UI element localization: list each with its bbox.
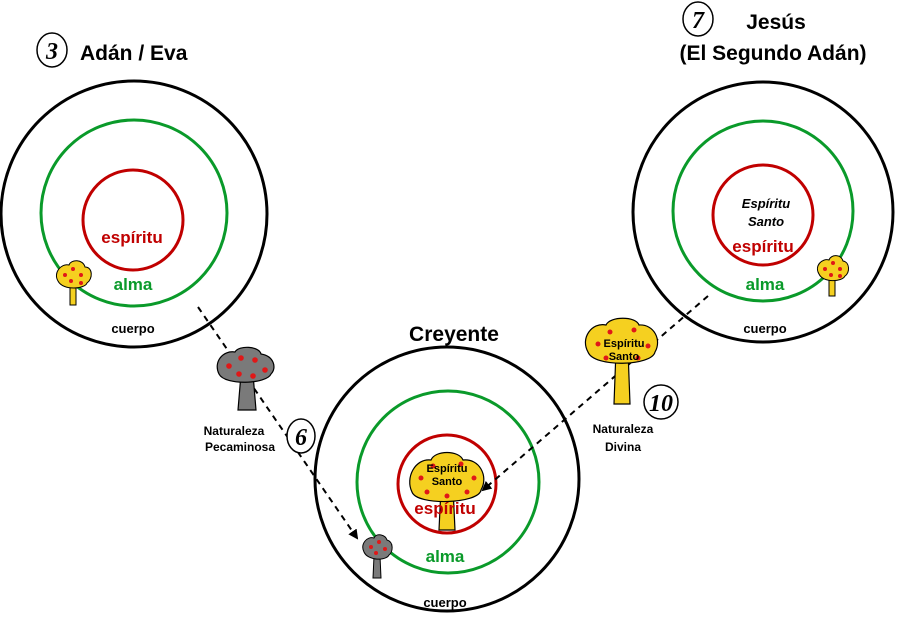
jesus-title-line2: (El Segundo Adán) [679, 42, 866, 65]
jesus-spirit-circle [711, 163, 815, 267]
believer-soul-label: alma [426, 547, 465, 566]
divine-nature-number-badge [643, 384, 679, 420]
believer-soul-circle [355, 389, 541, 575]
jesus-fruit-tree-icon [816, 255, 849, 297]
jesus-body-label: cuerpo [743, 321, 786, 336]
adam-soul-label: alma [114, 275, 153, 294]
believer-grey-tree-icon [362, 534, 393, 579]
believer-tree-label-line2: Santo [432, 476, 463, 488]
sinful-nature-group: Naturaleza Pecaminosa 6 [204, 346, 316, 454]
sinful-nature-line2: Pecaminosa [205, 440, 275, 454]
sinful-nature-arrow [197, 306, 359, 540]
jesus-holy-spirit-line2: Santo [748, 214, 784, 229]
believer-title: Creyente [409, 323, 499, 346]
sinful-nature-number-badge [286, 418, 316, 454]
adam-number-badge [36, 32, 68, 68]
jesus-body-circle [631, 80, 895, 344]
sinful-nature-number: 6 [295, 425, 307, 451]
divine-nature-tree-label-line1: Espíritu [604, 338, 645, 350]
believer-spirit-label: espíritu [414, 499, 475, 518]
adam-body-label: cuerpo [111, 321, 154, 336]
believer-body-circle [313, 345, 581, 613]
divine-nature-group: Espíritu Santo 10 Naturaleza Divina [584, 317, 679, 454]
adam-spirit-label: espíritu [101, 228, 162, 247]
believer-tree-label-line1: Espíritu [427, 463, 468, 475]
jesus-holy-spirit-line1: Espíritu [742, 196, 790, 211]
adam-soul-circle [39, 118, 229, 308]
jesus-title-line1: Jesús [746, 11, 806, 34]
jesus-spirit-label: espíritu [732, 237, 793, 256]
jesus-number-badge [682, 1, 714, 37]
divine-nature-arrow [481, 295, 709, 492]
sinful-nature-grey-tree-icon [216, 346, 275, 411]
adam-title: Adán / Eva [80, 42, 188, 65]
adam-fruit-tree-icon [55, 260, 92, 306]
jesus-soul-circle [671, 119, 855, 303]
believer-body-label: cuerpo [423, 595, 466, 610]
adam-body-circle [0, 79, 269, 349]
jesus-group: 7 Jesús (El Segundo Adán) Espíritu Santo… [631, 1, 895, 344]
divine-nature-line1: Naturaleza [593, 422, 654, 436]
divine-nature-number: 10 [649, 391, 673, 417]
adam-number: 3 [45, 39, 58, 65]
divine-nature-line2: Divina [605, 440, 641, 454]
believer-spirit-circle [396, 433, 498, 535]
believer-holy-spirit-tree-icon [409, 451, 485, 531]
jesus-soul-label: alma [746, 275, 785, 294]
adam-eve-group: 3 Adán / Eva espíritu alma cuerpo [0, 32, 269, 349]
believer-group: Creyente Espíritu Santo espíritu alma cu… [313, 323, 581, 613]
adam-spirit-circle [81, 168, 185, 272]
jesus-number: 7 [692, 8, 705, 34]
sinful-nature-line1: Naturaleza [204, 424, 265, 438]
divine-nature-golden-tree-icon [584, 317, 659, 405]
divine-nature-tree-label-line2: Santo [609, 351, 640, 363]
